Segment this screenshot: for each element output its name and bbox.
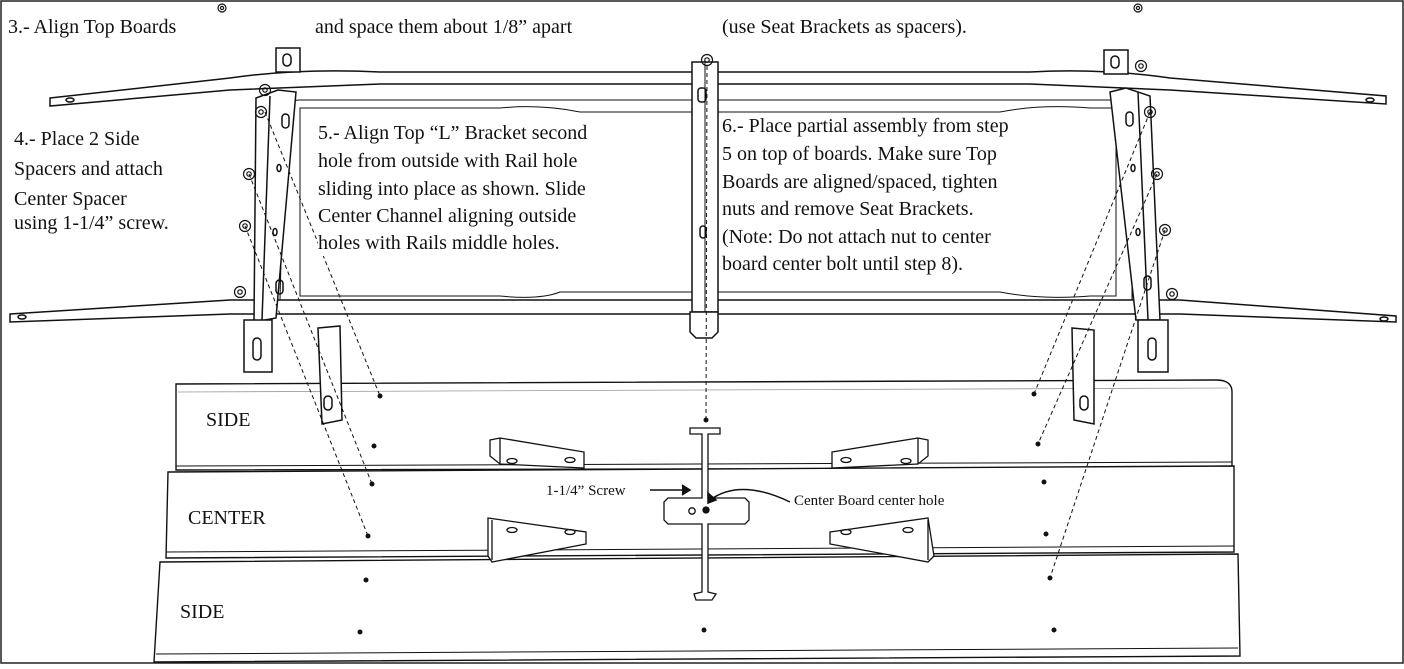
board-label-bottom-side: SIDE [180,601,225,623]
alignment-lines [244,65,1166,579]
board-label-top-side: SIDE [206,409,251,431]
step3-text-a: 3.- Align Top Boards [8,14,177,40]
center-hole-callout: Center Board center hole [794,492,945,510]
step6-line3: Boards are aligned/spaced, tighten [722,169,998,195]
center-hole-arrow [709,488,791,503]
nuts [217,3,1179,301]
board-label-center: CENTER [188,507,266,529]
step6-line4: nuts and remove Seat Brackets. [722,196,974,222]
callout-arrows [650,484,791,505]
step3-text-b: and space them about 1/8” apart [315,14,573,40]
step6-line1: 6.- Place partial assembly from step [722,113,1009,139]
step5-line3: sliding into place as shown. Slide [318,176,586,202]
step5-line5: holes with Rails middle holes. [318,230,560,256]
rail-frame [9,47,1397,425]
step4-line4: using 1-1/4” screw. [14,210,169,236]
seat-brackets [487,437,935,563]
step6-line6: board center bolt until step 8). [722,251,964,277]
step4-line1: 4.- Place 2 Side [14,126,140,152]
step4-line2: Spacers and attach [14,156,163,182]
step5-line2: hole from outside with Rail hole [318,148,578,174]
top-rail [49,70,1387,107]
step4-line3: Center Spacer [14,186,127,212]
step5-line4: Center Channel aligning outside [318,203,577,229]
side-board-bottom [153,553,1241,663]
step6-line2: 5 on top of boards. Make sure Top [722,141,997,167]
step3-text-c: (use Seat Brackets as spacers). [722,14,967,40]
step5-line1: 5.- Align Top “L” Bracket second [318,120,588,146]
step6-line5: (Note: Do not attach nut to center [722,224,991,250]
screw-callout: 1-1/4” Screw [546,482,626,500]
side-board-top [175,379,1233,471]
